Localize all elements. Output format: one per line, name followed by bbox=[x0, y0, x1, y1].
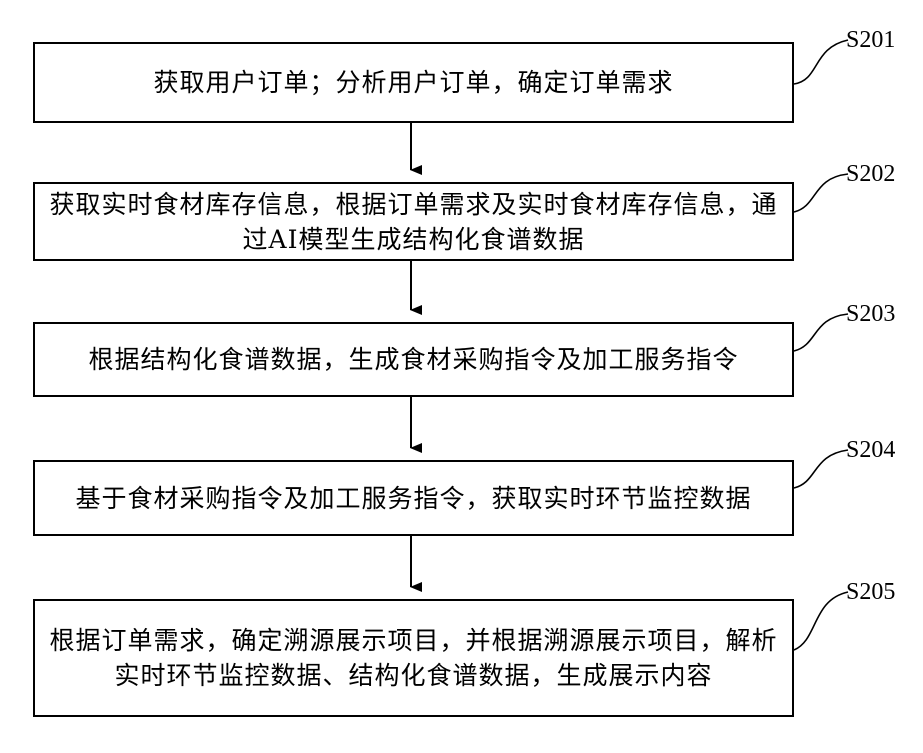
step-label-s201: S201 bbox=[846, 28, 895, 52]
step-text-s205: 根据订单需求，确定溯源展示项目，并根据溯源展示项目，解析实时环节监控数据、结构化… bbox=[43, 623, 784, 693]
step-box-s205: 根据订单需求，确定溯源展示项目，并根据溯源展示项目，解析实时环节监控数据、结构化… bbox=[33, 599, 794, 717]
step-label-s202: S202 bbox=[846, 162, 895, 186]
step-box-s201: 获取用户订单；分析用户订单，确定订单需求 bbox=[33, 42, 794, 123]
leader-s205 bbox=[794, 592, 848, 650]
leader-s202 bbox=[794, 174, 848, 212]
step-text-s203: 根据结构化食谱数据，生成食材采购指令及加工服务指令 bbox=[43, 342, 784, 377]
step-label-s204: S204 bbox=[846, 438, 895, 462]
leader-s203 bbox=[794, 314, 848, 351]
leader-s201 bbox=[794, 40, 848, 84]
step-label-s205: S205 bbox=[846, 580, 895, 604]
step-text-s201: 获取用户订单；分析用户订单，确定订单需求 bbox=[43, 65, 784, 100]
step-text-s204: 基于食材采购指令及加工服务指令，获取实时环节监控数据 bbox=[43, 481, 784, 516]
step-box-s203: 根据结构化食谱数据，生成食材采购指令及加工服务指令 bbox=[33, 322, 794, 397]
step-box-s204: 基于食材采购指令及加工服务指令，获取实时环节监控数据 bbox=[33, 460, 794, 536]
leader-s204 bbox=[794, 450, 848, 488]
step-label-s203: S203 bbox=[846, 302, 895, 326]
step-text-s202: 获取实时食材库存信息，根据订单需求及实时食材库存信息，通过AI模型生成结构化食谱… bbox=[43, 187, 784, 257]
step-box-s202: 获取实时食材库存信息，根据订单需求及实时食材库存信息，通过AI模型生成结构化食谱… bbox=[33, 182, 794, 261]
